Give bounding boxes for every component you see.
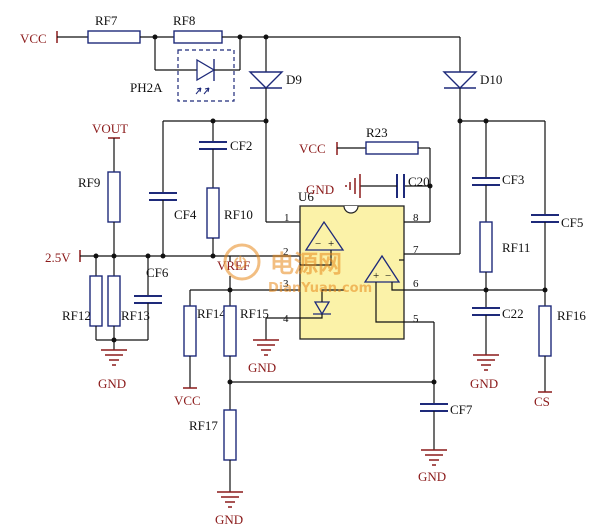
cf3-label: CF3 (502, 172, 524, 187)
rf8-label: RF8 (173, 13, 195, 28)
gnd-c20-symbol (345, 174, 361, 198)
rf14-resistor[interactable] (183, 305, 197, 357)
pin-2-label: 2 (283, 246, 289, 258)
ph2a-led-icon[interactable] (196, 58, 216, 82)
ph2a-optocoupler-outline (177, 49, 235, 102)
rf7-resistor[interactable] (87, 30, 141, 44)
rf13-label: RF13 (121, 308, 150, 323)
cf5-label: CF5 (561, 215, 583, 230)
gnd-c22-symbol (473, 354, 499, 371)
rf14-label: RF14 (197, 306, 226, 321)
pin-3-label: 3 (283, 278, 289, 290)
cf6-label: CF6 (146, 265, 169, 280)
gnd-c20-label: GND (306, 182, 334, 197)
rf10-resistor[interactable] (206, 187, 220, 239)
pin-1-label: 1 (284, 212, 290, 224)
d9-label: D9 (286, 72, 302, 87)
c20-label: C20 (408, 174, 430, 189)
cf4-label: CF4 (174, 207, 197, 222)
rf17-resistor[interactable] (223, 409, 237, 461)
cs-label: CS (534, 394, 550, 409)
cf7-label: CF7 (450, 402, 473, 417)
gnd-c22-label: GND (470, 376, 498, 391)
r23-resistor[interactable] (365, 141, 419, 155)
rf12-resistor[interactable] (89, 275, 103, 327)
pin-8-label: 8 (413, 212, 419, 224)
vout-label: VOUT (92, 121, 128, 136)
opamp-right-plus: + (373, 270, 379, 282)
gnd-bottom-label: GND (215, 512, 243, 527)
opamp-left-minus: − (315, 238, 321, 250)
opamp-left-plus: + (328, 238, 334, 250)
rf16-label: RF16 (557, 308, 586, 323)
svg-text:电源网: 电源网 (270, 250, 342, 278)
gnd-cf7-symbol (421, 449, 447, 466)
opamp-left-symbol (304, 220, 345, 251)
rf11-label: RF11 (502, 240, 530, 255)
u6-label: U6 (298, 189, 314, 204)
rf10-label: RF10 (224, 207, 253, 222)
opamp-right-symbol (363, 254, 401, 283)
rf9-label: RF9 (78, 175, 100, 190)
rf16-resistor[interactable] (538, 305, 552, 357)
gnd-left-label: GND (98, 376, 126, 391)
rf8-resistor[interactable] (173, 30, 223, 44)
r23-label: R23 (366, 125, 388, 140)
opamp-right-minus: − (385, 270, 391, 282)
vcc-bottom-label: VCC (174, 393, 201, 408)
rf9-resistor[interactable] (107, 171, 121, 223)
rf15-resistor[interactable] (223, 305, 237, 357)
pin-4-label: 4 (283, 313, 289, 325)
rf13-resistor[interactable] (107, 275, 121, 327)
rf11-resistor[interactable] (479, 221, 493, 273)
cf2-label: CF2 (230, 138, 252, 153)
rf15-label: RF15 (240, 306, 269, 321)
pin-6-label: 6 (413, 278, 419, 290)
gnd-mid-label: GND (248, 360, 276, 375)
rf12-label: RF12 (62, 308, 91, 323)
gnd-cf7-label: GND (418, 469, 446, 484)
gnd-left-symbol (101, 349, 127, 366)
ph2a-label: PH2A (130, 80, 163, 95)
v25-label: 2.5V (45, 250, 71, 265)
d9-diode-icon[interactable] (248, 71, 284, 89)
c22-label: C22 (502, 306, 524, 321)
vcc-top-label: VCC (20, 31, 47, 46)
svg-text:DianYuan.com: DianYuan.com (268, 281, 372, 296)
pin-7-label: 7 (413, 244, 419, 256)
gnd-mid-symbol (253, 339, 279, 356)
gnd-bottom-symbol (217, 491, 243, 508)
svg-text:⏻: ⏻ (234, 253, 247, 272)
rf7-label: RF7 (95, 13, 118, 28)
u6-notch (343, 205, 359, 214)
pin-5-label: 5 (413, 313, 419, 325)
vcc-r23-label: VCC (299, 141, 326, 156)
d10-label: D10 (480, 72, 502, 87)
dianyuan-watermark-logo: ⏻ 电源网 DianYuan.com (223, 243, 372, 296)
d10-diode-icon[interactable] (442, 71, 478, 89)
rf17-label: RF17 (189, 418, 218, 433)
